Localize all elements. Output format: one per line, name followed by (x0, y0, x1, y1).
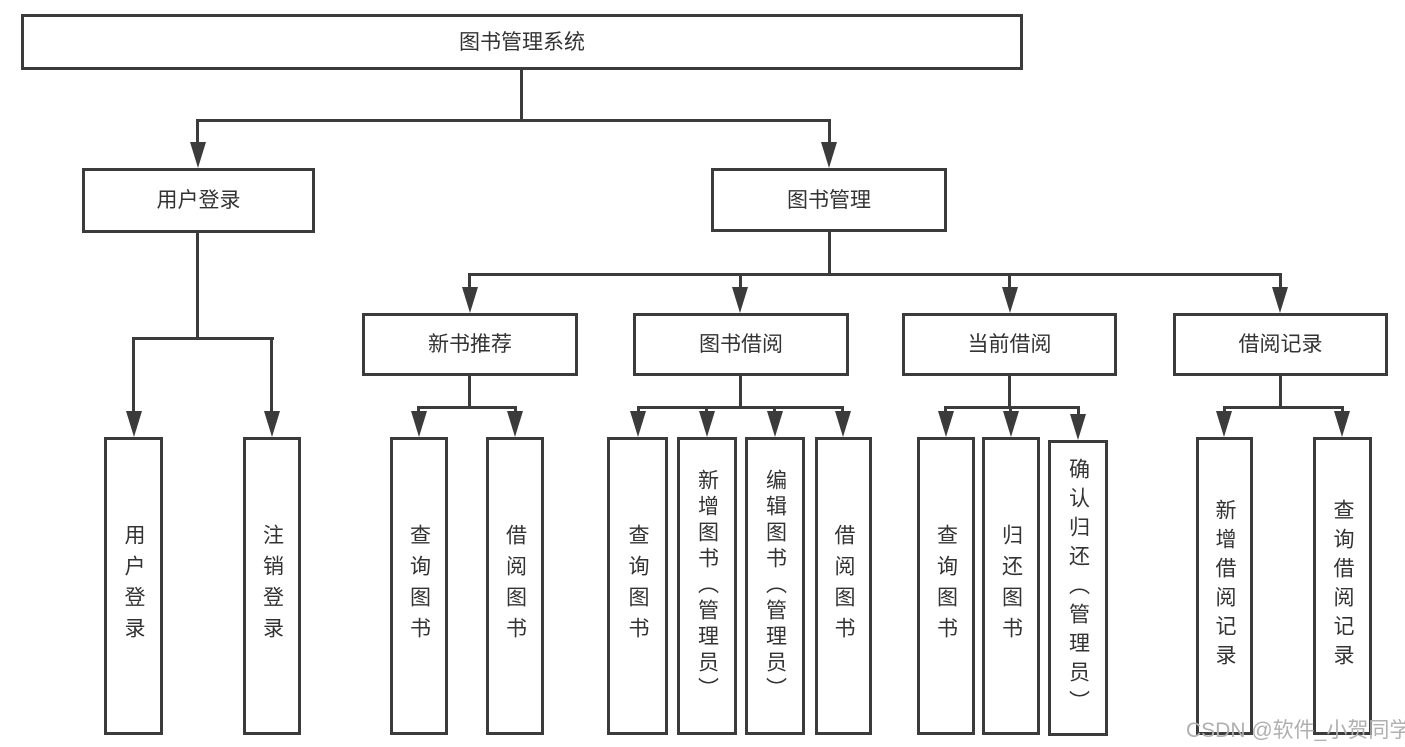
arrow-down-icon (264, 411, 280, 437)
connector-line (196, 232, 199, 340)
node-bb-borrow-books-label: 借阅图书 (832, 524, 855, 648)
node-bb-add-books-admin-label: 新增图书（管理员） (695, 469, 719, 703)
node-cb-return-books: 归还图书 (982, 437, 1040, 735)
node-library-system: 图书管理系统 (21, 14, 1023, 70)
connector-line (468, 273, 1282, 276)
node-current-borrowing-label: 当前借阅 (967, 333, 1052, 356)
arrow-down-icon (411, 411, 427, 437)
connector-line (739, 273, 742, 291)
node-nb-borrow-books: 借阅图书 (486, 437, 544, 735)
arrow-down-icon (835, 411, 851, 437)
node-borrow-records-label: 借阅记录 (1238, 333, 1323, 356)
node-cb-return-books-label: 归还图书 (999, 524, 1023, 648)
node-ul-logout-label: 注销登录 (260, 524, 284, 648)
connector-line (520, 69, 523, 122)
connector-line (1008, 273, 1011, 291)
arrow-down-icon (126, 411, 142, 437)
connector-line (132, 337, 135, 414)
connector-line (773, 406, 776, 415)
node-bb-query-books-label: 查询图书 (626, 524, 649, 648)
arrow-down-icon (1272, 287, 1288, 313)
node-bb-edit-books-admin-label: 编辑图书（管理员） (763, 469, 787, 703)
node-cb-confirm-return-admin: 确认归还（管理员） (1048, 440, 1108, 736)
connector-line (944, 406, 1080, 409)
connector-line (944, 406, 947, 415)
node-br-query-borrow-record-label: 查询借阅记录 (1331, 499, 1354, 673)
node-ul-user-login-label: 用户登录 (122, 524, 145, 648)
connector-line (417, 406, 420, 415)
node-bb-add-books-admin: 新增图书（管理员） (677, 437, 737, 735)
node-nb-query-books-label: 查询图书 (407, 524, 431, 648)
arrow-down-icon (462, 287, 478, 313)
node-borrow-records: 借阅记录 (1173, 313, 1388, 376)
arrow-down-icon (1334, 411, 1350, 437)
node-br-add-borrow-record-label: 新增借阅记录 (1213, 499, 1236, 673)
node-cb-confirm-return-admin-label: 确认归还（管理员） (1066, 457, 1090, 719)
node-new-book-recommend: 新书推荐 (362, 313, 578, 376)
node-book-management-label: 图书管理 (787, 188, 871, 212)
arrow-down-icon (699, 411, 715, 437)
arrow-down-icon (732, 287, 748, 313)
arrow-down-icon (938, 411, 954, 437)
connector-line (514, 406, 517, 415)
connector-line (196, 119, 831, 122)
connector-line (1341, 406, 1344, 415)
csdn-watermark: CSDN @软件_小贺同学 (1186, 719, 1405, 742)
arrow-down-icon (821, 142, 837, 168)
node-br-add-borrow-record: 新增借阅记录 (1196, 437, 1253, 735)
connector-line (1223, 406, 1344, 409)
connector-line (468, 376, 471, 409)
connector-line (132, 337, 274, 340)
node-current-borrowing: 当前借阅 (902, 313, 1117, 376)
node-bb-borrow-books: 借阅图书 (815, 437, 872, 735)
connector-line (828, 119, 831, 145)
node-bb-query-books: 查询图书 (607, 437, 668, 735)
connector-line (637, 406, 640, 415)
connector-line (705, 406, 708, 415)
connector-line (468, 273, 471, 291)
node-bb-edit-books-admin: 编辑图书（管理员） (745, 437, 805, 735)
node-book-borrowing: 图书借阅 (633, 313, 849, 376)
node-cb-query-books: 查询图书 (917, 437, 975, 735)
connector-line (637, 406, 844, 409)
arrow-down-icon (1070, 414, 1086, 440)
connector-line (1008, 376, 1011, 409)
connector-line (841, 406, 844, 415)
node-book-borrowing-label: 图书借阅 (699, 333, 783, 356)
arrow-down-icon (1003, 411, 1019, 437)
connector-line (1279, 376, 1282, 409)
node-cb-query-books-label: 查询图书 (934, 524, 958, 648)
arrow-down-icon (1002, 287, 1018, 313)
arrow-down-icon (767, 411, 783, 437)
node-user-login: 用户登录 (82, 168, 315, 233)
connector-line (828, 232, 831, 276)
node-user-login-label: 用户登录 (156, 189, 241, 212)
node-ul-logout: 注销登录 (243, 437, 301, 735)
connector-line (196, 119, 199, 145)
arrow-down-icon (190, 142, 206, 168)
connector-line (1279, 273, 1282, 291)
connector-line (1009, 406, 1012, 415)
arrow-down-icon (1216, 411, 1232, 437)
connector-line (417, 406, 517, 409)
node-br-query-borrow-record: 查询借阅记录 (1313, 437, 1372, 735)
arrow-down-icon (507, 411, 523, 437)
connector-line (270, 337, 273, 414)
connector-line (739, 376, 742, 409)
node-new-book-recommend-label: 新书推荐 (428, 333, 512, 356)
node-library-system-label: 图书管理系统 (459, 30, 585, 54)
node-nb-borrow-books-label: 借阅图书 (503, 524, 527, 648)
connector-line (1223, 406, 1226, 415)
node-nb-query-books: 查询图书 (390, 437, 448, 735)
node-book-management: 图书管理 (711, 168, 947, 232)
arrow-down-icon (630, 411, 646, 437)
connector-line (1077, 406, 1080, 415)
node-ul-user-login: 用户登录 (104, 437, 163, 735)
